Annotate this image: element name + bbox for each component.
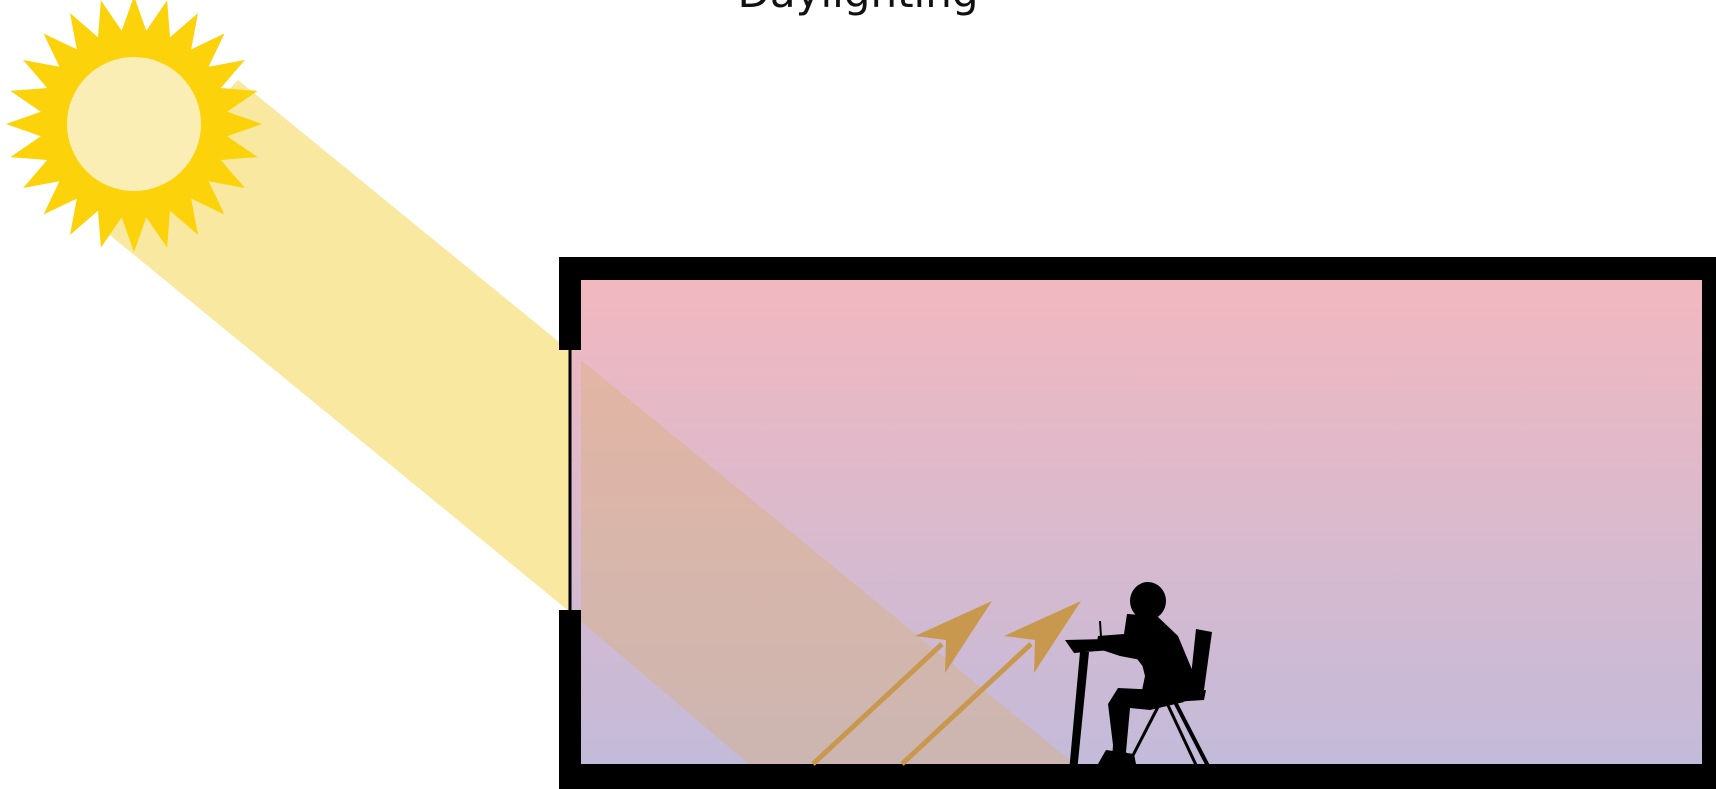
sun-disc [67, 57, 201, 191]
wall-lower-left [559, 610, 581, 789]
right-wall [1702, 257, 1716, 789]
head [1130, 582, 1166, 620]
ceiling [559, 257, 1716, 280]
floor [559, 764, 1716, 789]
wall-upper-left [559, 257, 581, 350]
